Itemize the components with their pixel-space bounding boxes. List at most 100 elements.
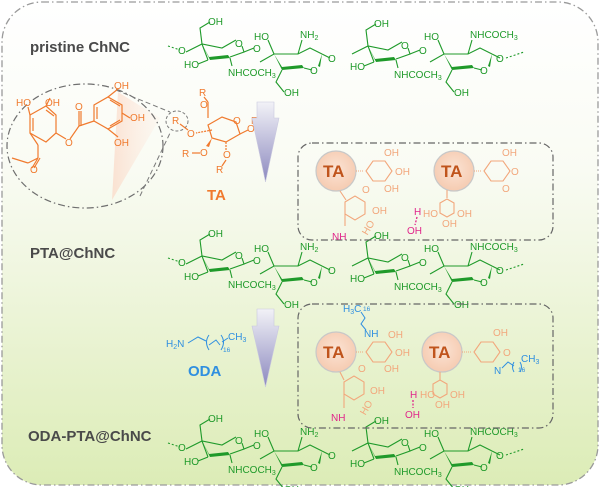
ho-label: HO	[424, 32, 439, 43]
ho-label: HO	[254, 244, 269, 255]
o-label: O	[200, 100, 208, 111]
nhcoch3-label: NHCOCH3	[394, 282, 442, 294]
ho-label: HO	[254, 429, 269, 440]
glycosidic-oxygen: O	[253, 441, 261, 452]
nhcoch3-label: NHCOCH3	[394, 70, 442, 82]
nh2-label: NH2	[300, 30, 318, 42]
oh-label: OH	[457, 209, 472, 220]
ho-label: HO	[184, 457, 199, 468]
chain-oh-hbond: OH	[405, 410, 420, 421]
r-group: R	[182, 149, 189, 160]
pta-interaction-box	[297, 142, 554, 241]
ho-label: HO	[350, 62, 365, 73]
repeat-count: 16	[223, 347, 231, 354]
oh-label: OH	[442, 219, 457, 230]
oh-label: OH	[114, 138, 129, 149]
ch3-label: CH3	[228, 332, 246, 344]
schiff-base-nh: NH	[332, 232, 346, 243]
oh-label: HO	[420, 390, 435, 401]
wedge-bond	[444, 266, 474, 282]
r-group: R	[216, 165, 223, 176]
oh-label: OH	[284, 485, 299, 487]
nhcoch3-label: NHCOCH3	[228, 68, 276, 80]
r-group: R	[172, 116, 179, 127]
zoom-circle	[6, 83, 164, 209]
oh-label: OH	[374, 231, 389, 242]
oh-label: OH	[374, 19, 389, 30]
oda-nh: NH	[364, 329, 378, 340]
oda-pta-structures: TA TA OH OH OH NH H3C 16 O OH HO OH O N …	[315, 304, 539, 424]
wedge-bond	[202, 441, 230, 457]
oh-label: OH	[45, 98, 60, 109]
wedge-bond	[444, 451, 474, 467]
nhcoch3-label: NHCOCH3	[228, 280, 276, 292]
ring-oxygen: O	[310, 463, 318, 474]
o-label: O	[502, 184, 510, 195]
oh-label: OH	[384, 184, 399, 195]
glycosidic-oxygen: O	[328, 266, 336, 277]
wedge-bond	[202, 256, 230, 272]
hydrogen-bond-h: H	[414, 207, 421, 218]
ring-oxygen: O	[480, 463, 488, 474]
o-label: O	[223, 150, 231, 161]
oh-label: OH	[208, 229, 223, 240]
oh-label: OH	[395, 348, 410, 359]
glycosidic-oxygen: O	[253, 256, 261, 267]
ho-label: HO	[424, 244, 439, 255]
o-label: O	[503, 348, 511, 359]
oh-label: OH	[388, 330, 403, 341]
tannic-acid-zoom: HO OH O O O OH OH OH	[6, 81, 189, 209]
ch3-label: CH3	[521, 354, 539, 366]
ta-circle-label: TA	[429, 343, 450, 362]
oda-reagent-label: ODA	[188, 363, 222, 380]
ring-oxygen: O	[235, 436, 243, 447]
oh-label: OH	[493, 328, 508, 339]
oh-label: OH	[395, 167, 410, 178]
schiff-base-nh: NH	[331, 413, 345, 424]
oh-label: OH	[284, 88, 299, 99]
down-arrow-icon[interactable]	[251, 101, 280, 183]
chain-end-oxygen: O	[178, 46, 186, 57]
oh-label: OH	[435, 400, 450, 411]
oh-label: OH	[372, 206, 387, 217]
nh2-label: NH2	[300, 427, 318, 439]
glycosidic-oxygen: O	[419, 258, 427, 269]
glycosidic-oxygen: O	[328, 451, 336, 462]
down-arrow-icon[interactable]	[251, 308, 280, 388]
nhcoch3-label: NHCOCH3	[470, 427, 518, 439]
chain-end-oxygen: O	[496, 451, 504, 462]
r-group: R	[199, 88, 206, 99]
o-label: O	[30, 165, 38, 176]
nhcoch3-label: NHCOCH3	[470, 242, 518, 254]
oh-label: OH	[130, 113, 145, 124]
o-label: O	[233, 116, 241, 127]
ring-oxygen: O	[401, 41, 409, 52]
oda-reagent-structure: H2N CH3 16	[166, 332, 246, 354]
oh-label: OH	[370, 386, 385, 397]
repeat-count: 16	[518, 367, 526, 374]
ring-oxygen: O	[480, 278, 488, 289]
nhcoch3-label: NHCOCH3	[228, 465, 276, 477]
wedge-bond	[274, 266, 304, 282]
oh-label: OH	[374, 416, 389, 427]
chain-oh-hbond: OH	[407, 226, 422, 237]
oh-label: HO	[423, 209, 438, 220]
o-label: O	[65, 138, 73, 149]
ring-oxygen: O	[480, 66, 488, 77]
ring-oxygen: O	[310, 66, 318, 77]
repeat-count: 16	[363, 306, 371, 313]
ho-label: HO	[350, 274, 365, 285]
ta-circle-label: TA	[441, 162, 462, 181]
ring-oxygen: O	[235, 251, 243, 262]
oh-label: OH	[114, 81, 129, 92]
row-label-pta-chnc: PTA@ChNC	[30, 245, 115, 262]
nhcoch3-label: NHCOCH3	[394, 467, 442, 479]
glycosidic-oxygen: O	[328, 54, 336, 65]
glycosidic-oxygen: O	[253, 44, 261, 55]
chitin-chain-oda-pta: OOHOHONHCOCH3OOHONH2OHOOHOHONHCOCH3OOHON…	[167, 414, 525, 487]
chain-end-oxygen: O	[496, 266, 504, 277]
wedge-bond	[368, 46, 396, 62]
